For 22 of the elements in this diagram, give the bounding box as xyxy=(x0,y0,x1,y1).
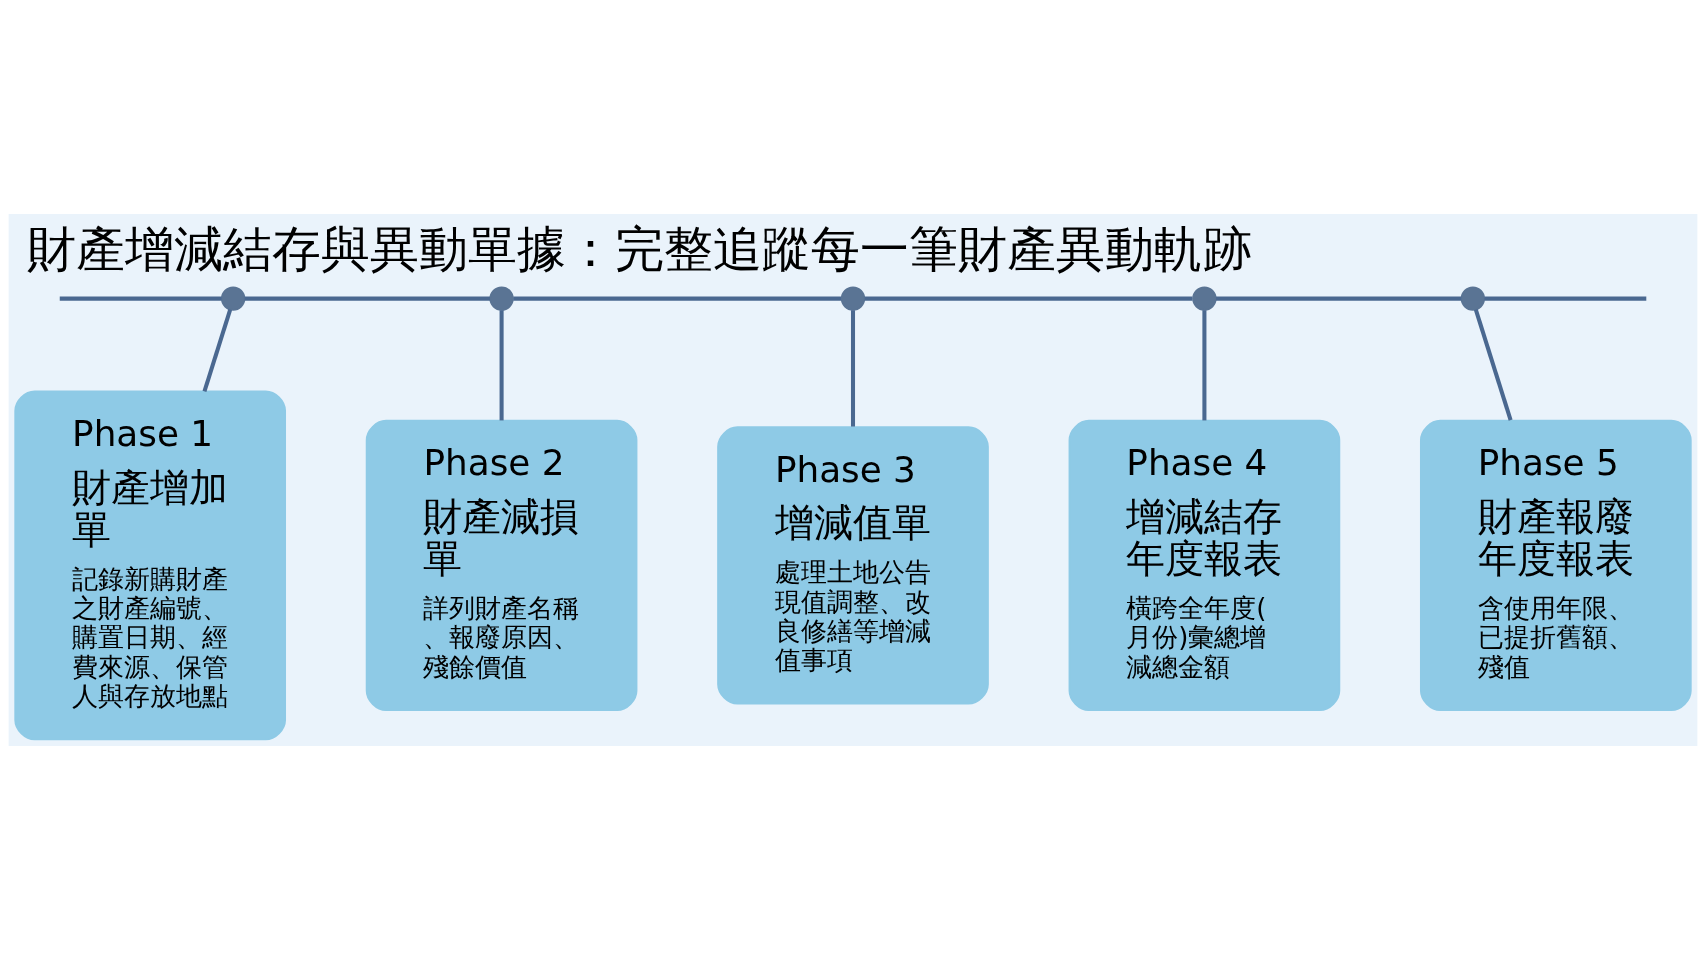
connector xyxy=(1215,296,1462,301)
connector xyxy=(513,296,842,301)
node-circle xyxy=(1460,286,1486,311)
diagram-title: 財產增減結存與異動單據：完整追蹤每一筆財產異動軌跡 xyxy=(26,221,1252,279)
connector xyxy=(59,296,222,301)
node-circle xyxy=(1192,286,1217,311)
node-circle xyxy=(489,286,514,311)
connector xyxy=(202,309,233,392)
connector xyxy=(244,296,491,301)
connector xyxy=(850,310,856,427)
connector xyxy=(1202,310,1207,421)
connector xyxy=(1484,296,1647,301)
node-box: Phase 3 增減值單 處理土地公告現值調整、改良修繕等增減值事項 xyxy=(717,426,989,705)
connector xyxy=(1473,309,1513,421)
node-circle xyxy=(840,286,866,311)
node-box: Phase 5 財產報廢年度報表 含使用年限、已提折舊額、殘值 xyxy=(1419,419,1692,712)
node-circle xyxy=(220,286,246,311)
node-box: Phase 2 財產減損單 詳列財產名稱、報廢原因、殘餘價值 xyxy=(365,419,638,712)
node-box: Phase 1 財產增加單 記錄新購財產之財產編號、購置日期、經費來源、保管人與存放地點 xyxy=(14,390,287,741)
connector xyxy=(864,296,1193,301)
connector xyxy=(499,310,504,421)
node-box: Phase 4 增減結存年度報表 橫跨全年度(月份)彙總增減總金額 xyxy=(1068,419,1341,712)
